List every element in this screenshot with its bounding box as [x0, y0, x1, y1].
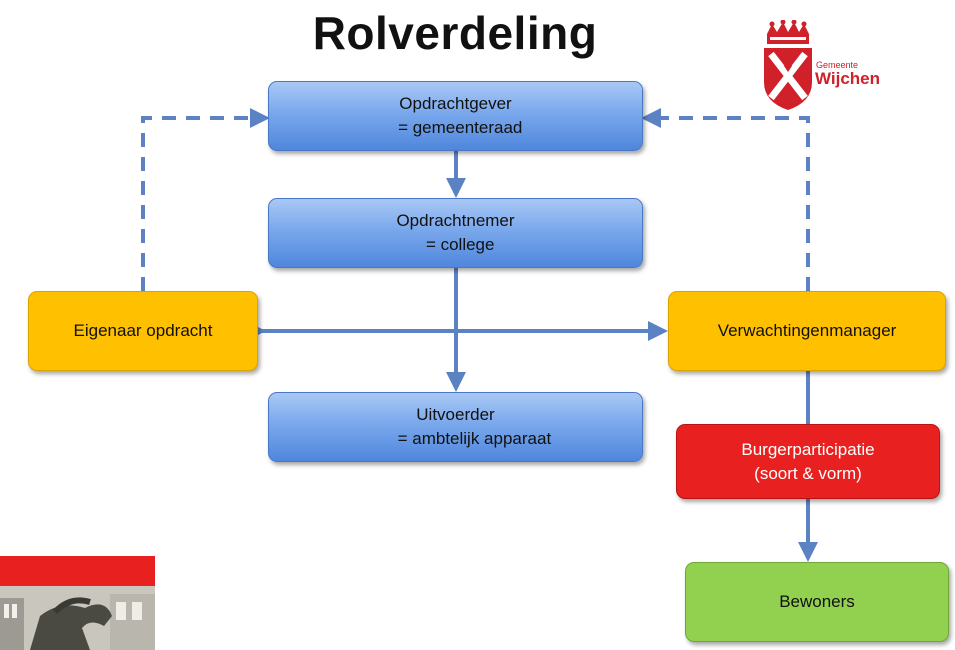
box-eigenaar-label: Eigenaar opdracht [73, 321, 213, 340]
statue-photo [0, 556, 155, 650]
box-verwachtingen-label: Verwachtingenmanager [717, 321, 897, 340]
wijchen-logo-icon [764, 20, 812, 110]
box-burgerparticipatie: Burgerparticipatie (soort & vorm) [676, 424, 940, 499]
dashed-arrow-eigenaar-to-gever [141, 108, 270, 291]
box-bewoners-label: Bewoners [779, 592, 855, 611]
logo-wijchen-text: Wijchen [815, 69, 881, 88]
box-opdrachtgever-label: Opdrachtgever = gemeenteraad [398, 94, 523, 137]
box-opdrachtnemer: Opdrachtnemer = college [268, 198, 643, 268]
logo-gemeente-text: Gemeente [816, 60, 859, 70]
box-bewoners: Bewoners [685, 562, 949, 642]
box-uitvoerder: Uitvoerder = ambtelijk apparaat [268, 392, 643, 462]
dashed-arrow-verwachtingen-to-gever [641, 108, 810, 291]
box-verwachtingenmanager: Verwachtingenmanager [668, 291, 946, 371]
box-opdrachtnemer-label: Opdrachtnemer = college [396, 211, 515, 254]
box-uitvoerder-label: Uitvoerder = ambtelijk apparaat [397, 405, 552, 448]
box-burger-label: Burgerparticipatie (soort & vorm) [741, 439, 875, 483]
box-opdrachtgever: Opdrachtgever = gemeenteraad [268, 81, 643, 151]
diagram-title: Rolverdeling [312, 7, 598, 59]
box-eigenaar-opdracht: Eigenaar opdracht [28, 291, 258, 371]
